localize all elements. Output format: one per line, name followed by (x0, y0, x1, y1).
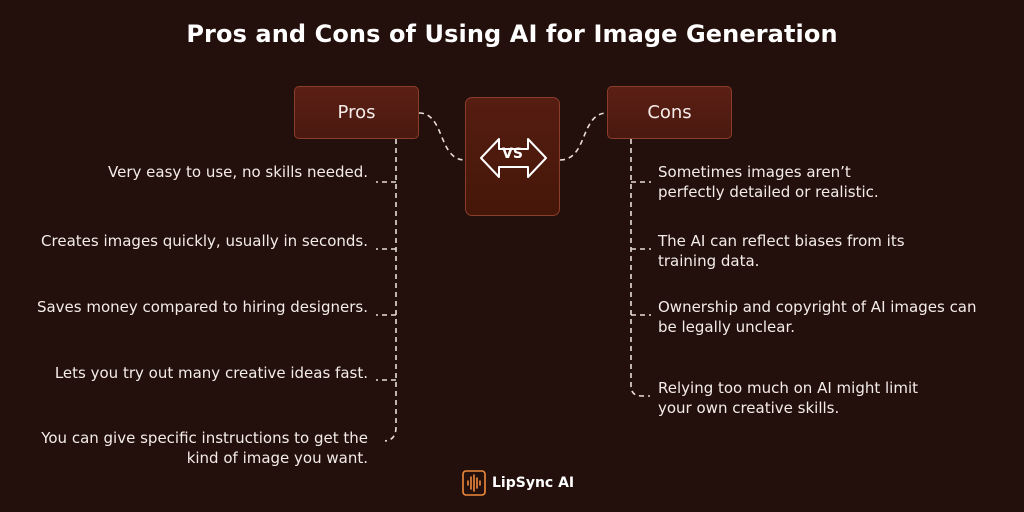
pros-header-box: Pros (294, 86, 419, 139)
brand-name: LipSync AI (492, 475, 575, 491)
pros-item: You can give specific instructions to ge… (41, 429, 368, 467)
soundwave-logo-icon (462, 470, 486, 496)
double-arrow-icon (480, 138, 547, 178)
cons-label: Cons (647, 102, 692, 123)
vs-label: VS (502, 146, 523, 162)
pros-item: Saves money compared to hiring designers… (36, 298, 368, 316)
cons-item: The AI can reflect biases from its train… (658, 232, 905, 270)
cons-header-box: Cons (607, 86, 732, 139)
vs-cons-connector (559, 112, 608, 161)
cons-item: Relying too much on AI might limit your … (658, 379, 918, 417)
pros-item: Lets you try out many creative ideas fas… (54, 364, 368, 382)
brand-logo: LipSync AI (462, 470, 574, 496)
pros-spine (384, 139, 397, 442)
cons-spine (630, 139, 650, 397)
vs-box: VS (465, 97, 560, 216)
cons-item: Sometimes images aren’t perfectly detail… (658, 163, 879, 201)
cons-item: Ownership and copyright of AI images can… (658, 298, 977, 336)
page-title: Pros and Cons of Using AI for Image Gene… (186, 20, 838, 48)
pros-vs-connector (418, 112, 466, 161)
pros-label: Pros (337, 102, 376, 123)
pros-item: Very easy to use, no skills needed. (108, 163, 368, 181)
pros-item: Creates images quickly, usually in secon… (41, 232, 368, 250)
